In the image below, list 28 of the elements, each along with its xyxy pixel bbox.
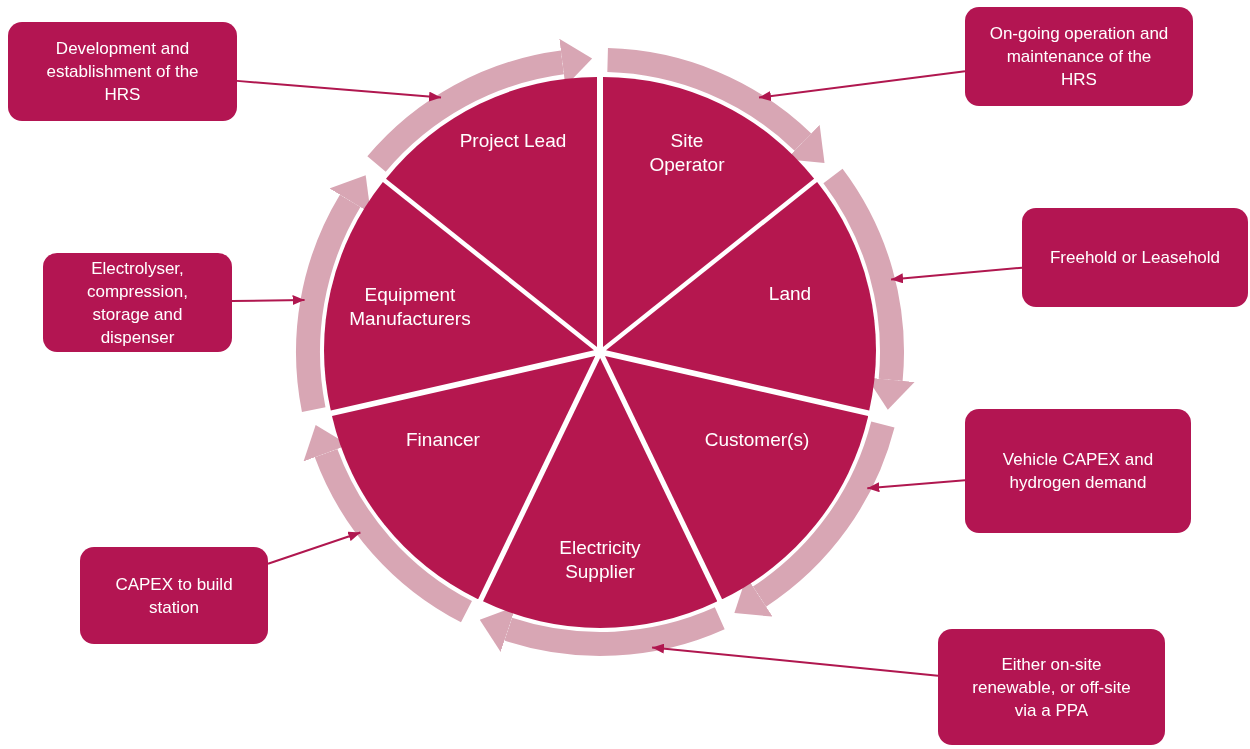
description-box [43,253,232,352]
description-box [80,547,268,644]
description-text: On-going operation and maintenance of the HRS [989,23,1169,91]
slice-label: Customer(s) [703,428,811,452]
description-text: Development and establishment of the HRS [45,38,200,106]
description-text: Electrolyser, compression, storage and dispenser [85,257,190,349]
leader-arrow [267,531,362,565]
description-box [1022,208,1248,307]
leader-arrow [236,79,442,102]
slice-label: Electricity Supplier [558,536,642,584]
leader-arrow [890,266,1023,284]
description-text: Either on-site renewable, or off-site via a PPA [971,653,1132,722]
slice-label: Equipment Manufacturers [348,283,472,331]
slice-label: Financer [405,428,481,452]
slice-label: Project Lead [458,129,568,153]
description-box [965,7,1193,106]
description-box [8,22,237,121]
description-text: Freehold or Leasehold [1049,247,1221,269]
description-text: CAPEX to build station [114,573,234,619]
description-box [938,629,1165,745]
description-box [965,409,1191,533]
leader-arrow [231,295,306,306]
leader-arrow [651,643,939,677]
slice-label: Site Operator [648,129,726,177]
leader-arrow [758,70,966,101]
leader-arrow [866,479,966,493]
description-text: Vehicle CAPEX and hydrogen demand [1001,449,1155,494]
slice-label: Land [767,282,813,306]
